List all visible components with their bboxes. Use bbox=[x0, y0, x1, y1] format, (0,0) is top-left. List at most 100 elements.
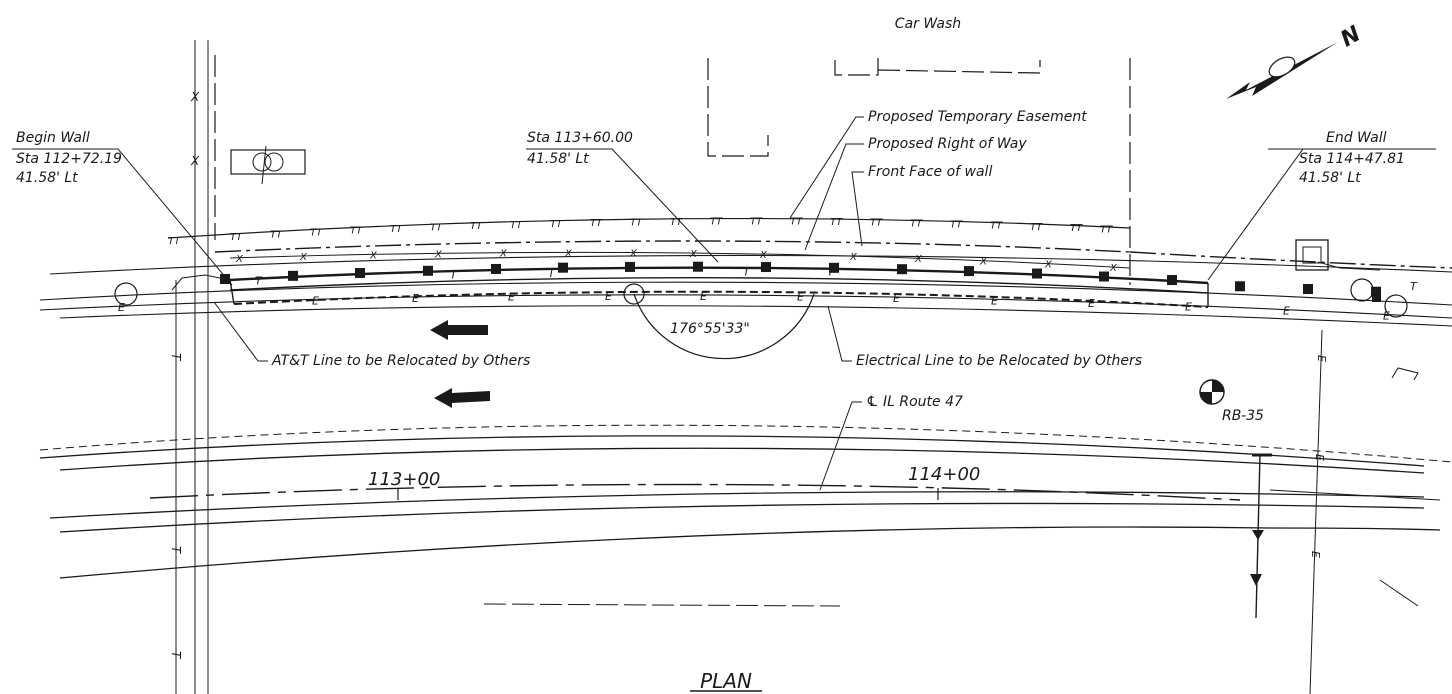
fence-x-mark: X bbox=[235, 254, 244, 265]
end-wall-label: End Wall bbox=[1326, 130, 1387, 146]
wall-pile bbox=[355, 267, 365, 278]
fence-x-1: X bbox=[190, 90, 200, 104]
att-line-label: AT&T Line to be Relocated by Others bbox=[271, 353, 530, 369]
temp-easement-mark: TT bbox=[390, 224, 403, 235]
e-code-v2: E bbox=[1313, 454, 1326, 461]
wall-pile bbox=[964, 266, 974, 277]
begin-offset-label: 41.58' Lt bbox=[16, 170, 78, 186]
temp-easement-mark: TT bbox=[630, 217, 643, 228]
end-offset-label: 41.58' Lt bbox=[1299, 170, 1361, 186]
fence-x-mark: X bbox=[979, 256, 988, 267]
inlet-icon bbox=[1295, 239, 1329, 271]
temp-easement-mark: TT bbox=[870, 218, 883, 229]
temp-easement-mark: TT bbox=[750, 217, 763, 228]
t-code-mark: T bbox=[450, 269, 458, 282]
fence-x-mark: X bbox=[629, 249, 638, 260]
e-code-mark: E bbox=[412, 292, 419, 305]
t-code-mark: T bbox=[827, 266, 835, 279]
temp-easement-mark: TT bbox=[470, 221, 483, 232]
wall-pile bbox=[1032, 268, 1042, 279]
wall-pile bbox=[897, 264, 907, 275]
e-code-mark: E bbox=[1185, 300, 1192, 313]
traffic-arrow-icon bbox=[430, 320, 490, 408]
fence-x-mark: X bbox=[564, 248, 573, 259]
boring-symbol-icon bbox=[1199, 379, 1225, 405]
transformer-icon bbox=[230, 145, 306, 185]
t-code-mark: T bbox=[1410, 280, 1418, 293]
temp-easement-mark: TT bbox=[710, 217, 723, 228]
fence-x-mark: X bbox=[914, 254, 923, 265]
wall-pile bbox=[288, 270, 298, 281]
telephone-codes: T T T T T T bbox=[255, 265, 1418, 293]
t-code-mark: T bbox=[548, 267, 556, 280]
retaining-wall bbox=[220, 261, 1381, 308]
temp-easement-mark: TT bbox=[670, 217, 683, 228]
temp-easement-mark: TT bbox=[510, 220, 523, 231]
wall-pile bbox=[1371, 286, 1381, 297]
temp-easement-mark: TT bbox=[1100, 225, 1113, 236]
fence-x-2: X bbox=[190, 154, 200, 168]
e-code-mark: E bbox=[797, 291, 804, 304]
temp-easement-mark: TT bbox=[350, 226, 363, 237]
e-code-mark: E bbox=[1283, 304, 1290, 317]
temp-easement-mark: TT bbox=[1030, 222, 1043, 233]
station-114-label: 114+00 bbox=[908, 464, 980, 485]
wall-pile bbox=[693, 261, 703, 272]
begin-wall-label: Begin Wall bbox=[16, 130, 90, 146]
utility-pole-icon bbox=[1350, 278, 1374, 302]
t-code-mark: T bbox=[743, 265, 751, 278]
e-code-mark: E bbox=[1383, 309, 1390, 322]
e-code-mark: E bbox=[893, 292, 900, 305]
fence-x-mark: X bbox=[1044, 259, 1053, 270]
temp-easement-mark: TT bbox=[790, 217, 803, 228]
fence-x-mark: X bbox=[499, 249, 508, 260]
wall-pile bbox=[1235, 281, 1245, 292]
begin-sta-label: Sta 112+72.19 bbox=[16, 151, 122, 167]
end-sta-label: Sta 114+47.81 bbox=[1299, 151, 1405, 167]
easement-lines: TT TT TT TT TT TT TT TT TT TT TT TT TT TT TT TT TT TT TT TT… bbox=[167, 217, 1452, 274]
wall-pile bbox=[625, 261, 635, 272]
fence-x-mark: X bbox=[689, 249, 698, 260]
wall-pile bbox=[829, 262, 839, 273]
road-il-route-47 bbox=[39, 424, 1452, 619]
temp-easement-mark: TT bbox=[1070, 223, 1083, 234]
t-code-v3: T bbox=[169, 651, 183, 660]
rb-label: RB-35 bbox=[1222, 408, 1264, 424]
wall-pile bbox=[1099, 271, 1109, 282]
wall-pile bbox=[1303, 284, 1313, 294]
e-code-mark: E bbox=[605, 290, 612, 303]
angle-arc bbox=[633, 293, 815, 360]
utility-pole-icon bbox=[1384, 294, 1408, 318]
t-code-v1: T bbox=[169, 353, 183, 362]
electrical-line-label: Electrical Line to be Relocated by Other… bbox=[856, 353, 1142, 369]
e-code-mark: E bbox=[991, 294, 998, 307]
temp-easement-label: Proposed Temporary Easement bbox=[868, 109, 1087, 125]
right-of-way-label: Proposed Right of Way bbox=[868, 136, 1027, 152]
temp-easement-mark: TT bbox=[910, 218, 923, 229]
mid-sta-label: Sta 113+60.00 bbox=[527, 130, 633, 146]
temp-easement-marks: TT TT TT TT TT TT TT TT TT TT TT TT TT TT TT TT TT TT TT TT… bbox=[168, 217, 1113, 247]
fence-x-mark: X bbox=[434, 249, 443, 260]
temp-easement-mark: TT bbox=[950, 219, 963, 230]
temp-easement-mark: TT bbox=[590, 218, 603, 229]
plan-title: PLAN bbox=[700, 669, 752, 693]
car-wash-label: Car Wash bbox=[895, 16, 961, 32]
temp-easement-mark: TT bbox=[830, 217, 843, 228]
car-wash-building: Car Wash bbox=[707, 16, 1131, 285]
wall-pile bbox=[491, 263, 501, 274]
temp-easement-mark: TT bbox=[550, 219, 563, 230]
wall-pile bbox=[423, 265, 433, 276]
temp-easement-mark: TT bbox=[430, 222, 443, 233]
leader-lines bbox=[12, 116, 1436, 491]
e-code-mark: E bbox=[118, 301, 125, 314]
utility-pole-icon bbox=[114, 282, 138, 306]
t-code-mark: T bbox=[255, 275, 263, 288]
left-fence-lines: X X T T T bbox=[169, 40, 216, 694]
e-code-v3: E bbox=[1309, 551, 1322, 558]
temp-easement-mark: TT bbox=[168, 236, 181, 247]
e-code-mark: E bbox=[508, 291, 515, 304]
temp-easement-mark: TT bbox=[310, 228, 323, 239]
